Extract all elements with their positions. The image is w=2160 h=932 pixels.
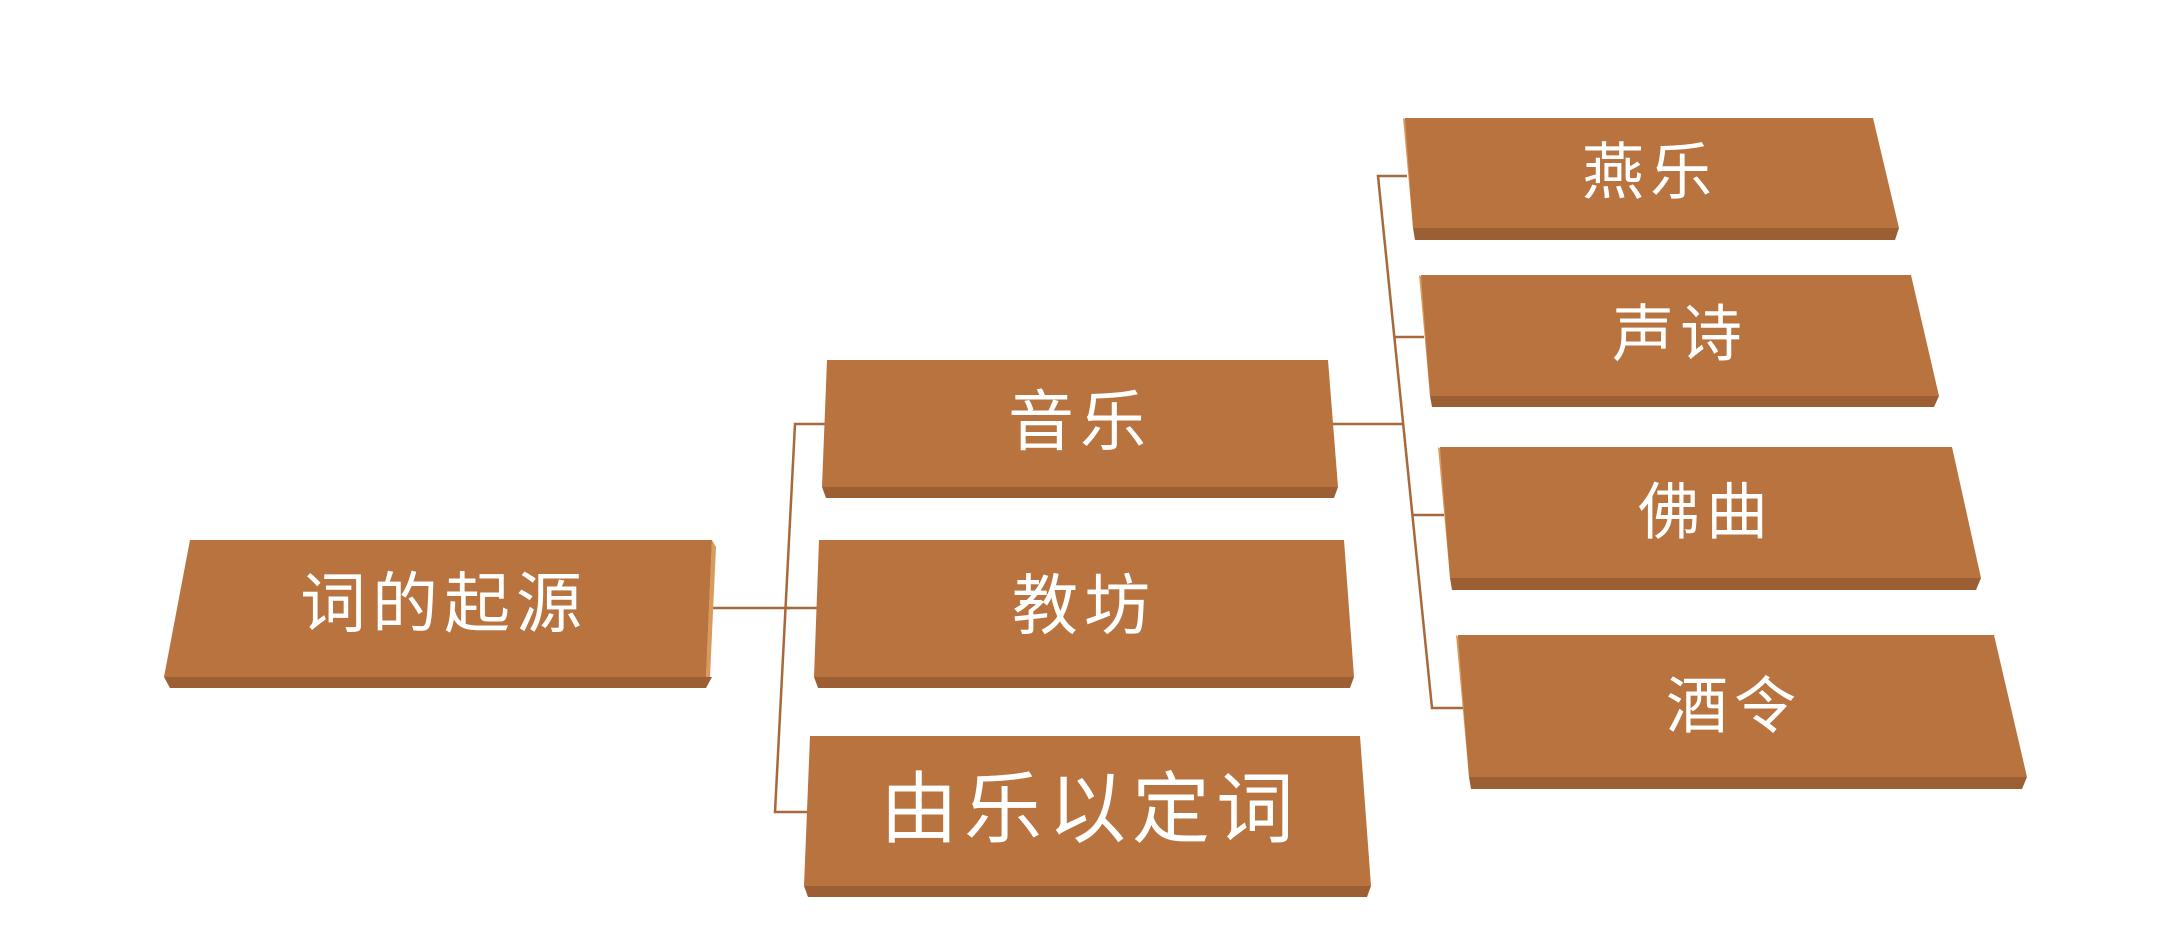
root-node: 词的起源 [164,540,716,688]
connectors-root [712,422,827,814]
level2-label-foqu: 佛曲 [1638,476,1774,549]
level1-node-youle-yi-dingci: 由乐以定词 [804,736,1371,897]
level1-label-music: 音乐 [1008,384,1152,461]
level1-label-jiaofang: 教坊 [1012,568,1156,645]
connector-music-bracket [1376,174,1465,710]
level2-label-shengshi: 声诗 [1612,298,1748,371]
level2-node-jiuling: 酒令 [1456,635,2027,789]
connector-root-bracket [773,422,827,814]
level2-label-yanyue: 燕乐 [1582,136,1718,209]
connectors-music [1332,174,1465,710]
level1-label-youle-yi-dingci: 由乐以定词 [880,765,1300,855]
level2-node-shengshi: 声诗 [1419,275,1939,407]
level1-node-music: 音乐 [822,360,1338,498]
level1-node-jiaofang: 教坊 [814,540,1354,688]
root-label: 词的起源 [300,566,588,643]
level2-node-foqu: 佛曲 [1438,447,1981,590]
level2-label-jiuling: 酒令 [1666,670,1802,743]
level2-node-yanyue: 燕乐 [1403,118,1899,240]
